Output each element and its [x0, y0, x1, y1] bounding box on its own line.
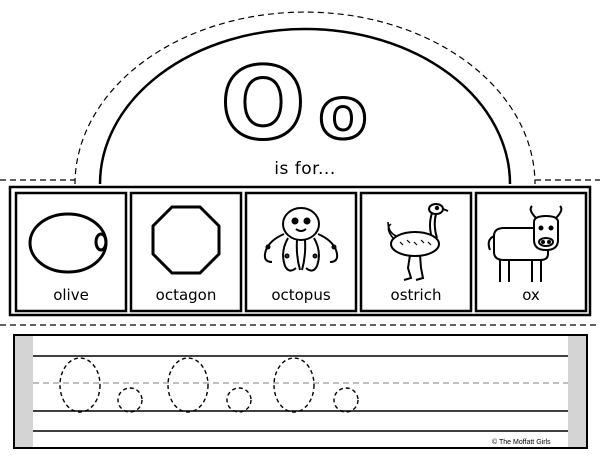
inner-solid-arch — [98, 27, 512, 185]
trace-upper-o-1 — [59, 357, 101, 413]
title-letters: O o — [219, 54, 369, 146]
olive-icon — [28, 212, 108, 274]
card-frame-4 — [359, 191, 473, 313]
octagon-icon — [151, 205, 221, 275]
letter-upper: O — [220, 54, 305, 146]
card-label-octopus: octopus — [271, 286, 331, 304]
trace-lower-o-2 — [226, 387, 252, 413]
card-frame-3 — [244, 191, 358, 313]
letter-lower: o — [318, 71, 367, 146]
card-label-octagon: octagon — [155, 286, 217, 304]
ox-icon — [487, 205, 563, 282]
tracing-left-margin — [15, 336, 33, 447]
card-label-ox: ox — [522, 286, 540, 304]
octopus-icon — [263, 207, 339, 272]
trace-upper-o-3 — [273, 357, 315, 413]
tracing-strip — [13, 334, 588, 449]
tracing-letters — [59, 357, 359, 413]
copyright-text: © The Moffatt Girls — [492, 439, 551, 446]
tracing-right-margin — [568, 336, 586, 447]
card-frame-2 — [129, 191, 243, 313]
trace-lower-o-3 — [333, 387, 359, 413]
card-label-ostrich: ostrich — [390, 286, 442, 304]
trace-lower-o-1 — [117, 387, 143, 413]
card-label-olive: olive — [53, 286, 89, 304]
trace-upper-o-2 — [167, 357, 209, 413]
card-frame-1 — [14, 191, 128, 313]
ostrich-icon — [387, 203, 449, 281]
card-frame-5 — [474, 191, 588, 313]
subtitle: is for... — [274, 159, 336, 179]
